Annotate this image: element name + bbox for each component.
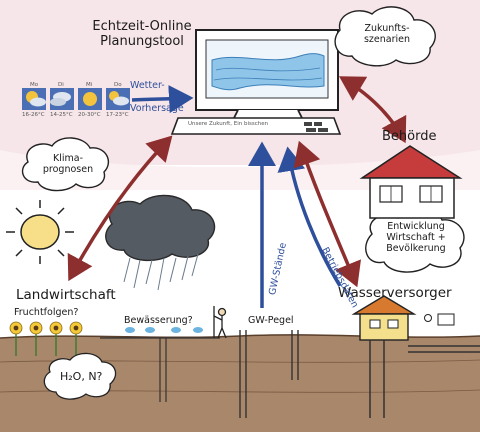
weather-day-label: Mo bbox=[30, 82, 39, 88]
weather-forecast-label-2: Vorhersage bbox=[130, 103, 184, 114]
tool-title: Echtzeit-Online Planungstool bbox=[86, 19, 198, 50]
future-line1: Zukunfts- bbox=[364, 23, 410, 34]
nutrient-cloud bbox=[43, 352, 117, 400]
agriculture-label: Landwirtschaft bbox=[16, 287, 116, 303]
soil-line-2 bbox=[0, 359, 480, 363]
climate-forecast-label: Klima- prognosen bbox=[36, 153, 100, 176]
authority-label: Behörde bbox=[382, 129, 437, 144]
tool-title-line1: Echtzeit-Online bbox=[92, 19, 192, 34]
gw-gauge-icons bbox=[239, 330, 299, 418]
farmer-figure-icon bbox=[213, 306, 227, 339]
waterworks-building-icon bbox=[351, 295, 417, 341]
irrigation-sprinkler-icons bbox=[125, 327, 203, 333]
weather-temp-label: 20-30°C bbox=[78, 112, 101, 118]
weather-day-mo-icon bbox=[22, 88, 46, 110]
weather-forecast-label: Wetter- bbox=[130, 80, 165, 92]
development-line2: Wirtschaft + bbox=[386, 231, 446, 243]
development-line3: Bevölkerung bbox=[386, 242, 446, 254]
climate-line1: Klima- bbox=[52, 153, 83, 164]
irrigation-pipe-icon bbox=[100, 337, 220, 402]
future-scenarios-label: Zukunfts- szenarien bbox=[350, 23, 424, 46]
operator-computer-icon bbox=[424, 313, 455, 326]
future-line2: szenarien bbox=[363, 33, 411, 45]
weather-temp-label: 16-26°C bbox=[22, 112, 45, 118]
nutrients-label: H₂O, N? bbox=[60, 370, 103, 383]
weather-day-label: Mi bbox=[86, 82, 93, 88]
gw-gauge-label: GW-Pegel bbox=[248, 315, 294, 326]
crop-rotation-label: Fruchtfolgen? bbox=[14, 307, 79, 318]
development-label: Entwicklung Wirtschaft + Bevölkerung bbox=[376, 221, 456, 255]
development-line1: Entwicklung bbox=[387, 221, 445, 232]
waterworks-well-icon bbox=[369, 340, 480, 418]
weather-temp-label: 14-25°C bbox=[50, 112, 73, 118]
weather-day-do-icon bbox=[106, 88, 130, 110]
sun-icon bbox=[6, 200, 74, 264]
authority-building-icon bbox=[359, 145, 463, 219]
sunflower-crops-icon bbox=[9, 321, 83, 356]
tool-title-line2: Planungstool bbox=[100, 33, 184, 49]
weather-forecast-arrow bbox=[131, 85, 194, 114]
weather-day-label: Di bbox=[58, 82, 64, 88]
weather-day-mi-icon bbox=[78, 88, 102, 110]
weather-icons bbox=[22, 88, 130, 110]
keyboard-caption: Unsere Zukunft, Ein bisschen bbox=[188, 121, 269, 127]
weather-day-di-icon bbox=[50, 88, 74, 110]
water-supplier-label: Wasserversorger bbox=[338, 285, 452, 301]
irrigation-label: Bewässerung? bbox=[124, 315, 193, 326]
rain-cloud-icon bbox=[105, 194, 216, 291]
monitor-icon bbox=[195, 29, 339, 123]
weather-label-line1: Wetter- bbox=[130, 80, 165, 91]
climate-line2: prognosen bbox=[42, 163, 94, 175]
tool-to-water-supplier-arrow bbox=[293, 140, 362, 288]
tool-to-agriculture-arrow bbox=[67, 135, 173, 282]
future-scenarios-cloud bbox=[334, 6, 436, 67]
tool-to-authority-arrow bbox=[338, 76, 407, 144]
weather-temp-label: 17-23°C bbox=[106, 112, 129, 118]
weather-day-label: Do bbox=[114, 82, 122, 88]
